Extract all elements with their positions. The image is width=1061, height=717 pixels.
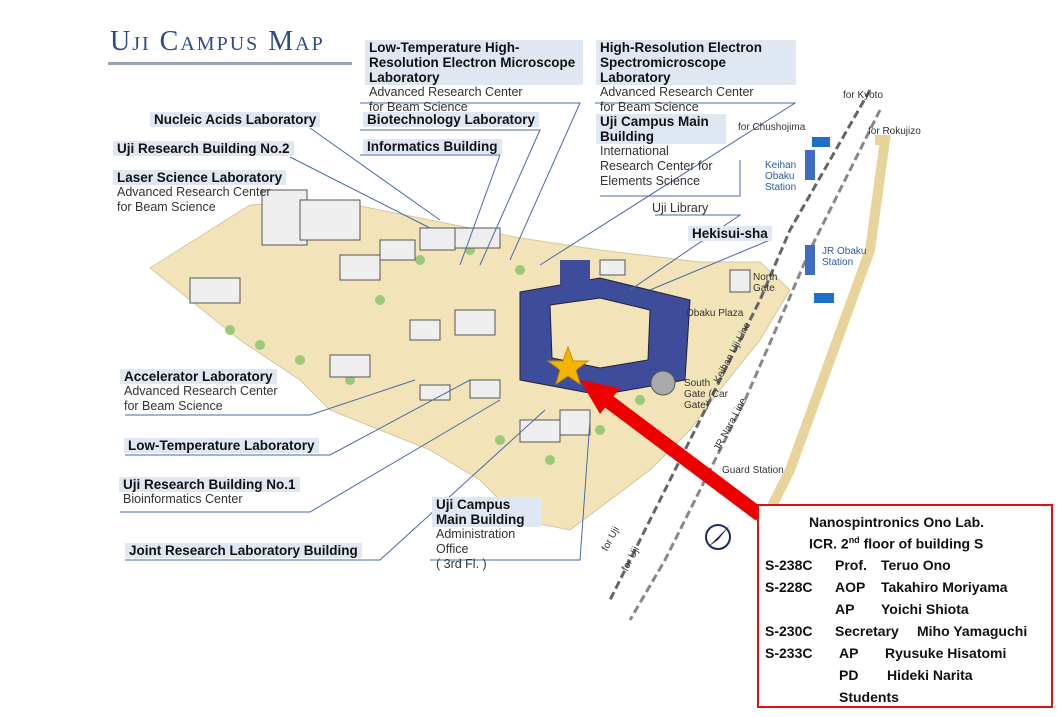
place-for-chushojima: for Chushojima (738, 122, 806, 133)
info-role: AOP (835, 579, 866, 595)
label-main-building-top: Uji Campus Main Building International R… (596, 114, 726, 189)
info-person: Hideki Narita (887, 667, 973, 683)
title-underline (108, 62, 352, 65)
info-room: S-233C (765, 645, 813, 661)
keihan-rail (608, 89, 872, 601)
info-role: Students (839, 689, 899, 705)
place-obaku-plaza: Obaku Plaza (686, 308, 744, 319)
label-uji-rb1: Uji Research Building No.1 Bioinformatic… (119, 477, 300, 507)
label-uji-library: Uji Library (652, 201, 709, 215)
label-hekisui: Hekisui-sha (688, 226, 772, 241)
info-person: Teruo Ono (881, 557, 951, 573)
info-role: AP (835, 601, 855, 617)
jr-station-marker (805, 245, 815, 275)
label-uji-rb2: Uji Research Building No.2 (113, 141, 294, 156)
lab-info-box: Nanospintronics Ono Lab. ICR. 2nd floor … (757, 504, 1053, 708)
place-guard-station: Guard Station (722, 465, 784, 476)
info-title: Nanospintronics Ono Lab. (809, 514, 985, 530)
jr-rail (628, 109, 882, 621)
keihan-station-marker (805, 150, 815, 180)
info-room: S-238C (765, 557, 813, 573)
location-arrow (580, 380, 765, 521)
place-jr-station: JR Obaku Station (822, 246, 867, 268)
info-person: Ryusuke Hisatomi (885, 645, 1007, 661)
label-low-temp: Low-Temperature Laboratory (124, 438, 319, 453)
location-star-icon (546, 345, 590, 386)
info-role: PD (839, 667, 859, 683)
map-title: Uji Campus Map (110, 26, 325, 57)
info-person: Takahiro Moriyama (881, 579, 1008, 595)
buildings (189, 189, 751, 443)
label-informatics: Informatics Building (363, 139, 502, 154)
label-accelerator: Accelerator Laboratory Advanced Research… (120, 369, 278, 414)
info-role: AP (839, 645, 859, 661)
info-floor: ICR. 2nd floor of building S (809, 535, 984, 552)
north-arrow-icon (705, 524, 731, 550)
info-person: Miho Yamaguchi (917, 623, 1028, 639)
place-for-rokujizo: for Rokujizo (868, 126, 921, 137)
label-nucleic: Nucleic Acids Laboratory (150, 112, 321, 127)
place-keihan-station: Keihan Obaku Station (765, 160, 797, 193)
road (765, 135, 891, 513)
info-role: Secretary (835, 623, 899, 639)
arrow-sign-icon (812, 137, 830, 147)
label-main-building-bottom: Uji Campus Main Building Administration … (432, 497, 542, 572)
label-laser: Laser Science Laboratory Advanced Resear… (113, 170, 287, 215)
label-biotech: Biotechnology Laboratory (363, 112, 540, 127)
place-north-gate: North Gate (753, 272, 778, 294)
info-person: Yoichi Shiota (881, 601, 969, 617)
info-role: Prof. (835, 557, 867, 573)
tank (650, 370, 676, 396)
label-hr-electron: High-Resolution Electron Spectromicrosco… (596, 40, 796, 115)
leader-lines (120, 102, 797, 561)
info-room: S-228C (765, 579, 813, 595)
info-room: S-230C (765, 623, 813, 639)
arrow-sign-icon (814, 293, 834, 303)
place-south-gate: South Gate (Car Gate) (684, 378, 728, 411)
label-joint: Joint Research Laboratory Building (125, 543, 362, 558)
label-low-temp-hr: Low-Temperature High-Resolution Electron… (365, 40, 583, 115)
place-for-kyoto: for Kyoto (843, 90, 884, 101)
